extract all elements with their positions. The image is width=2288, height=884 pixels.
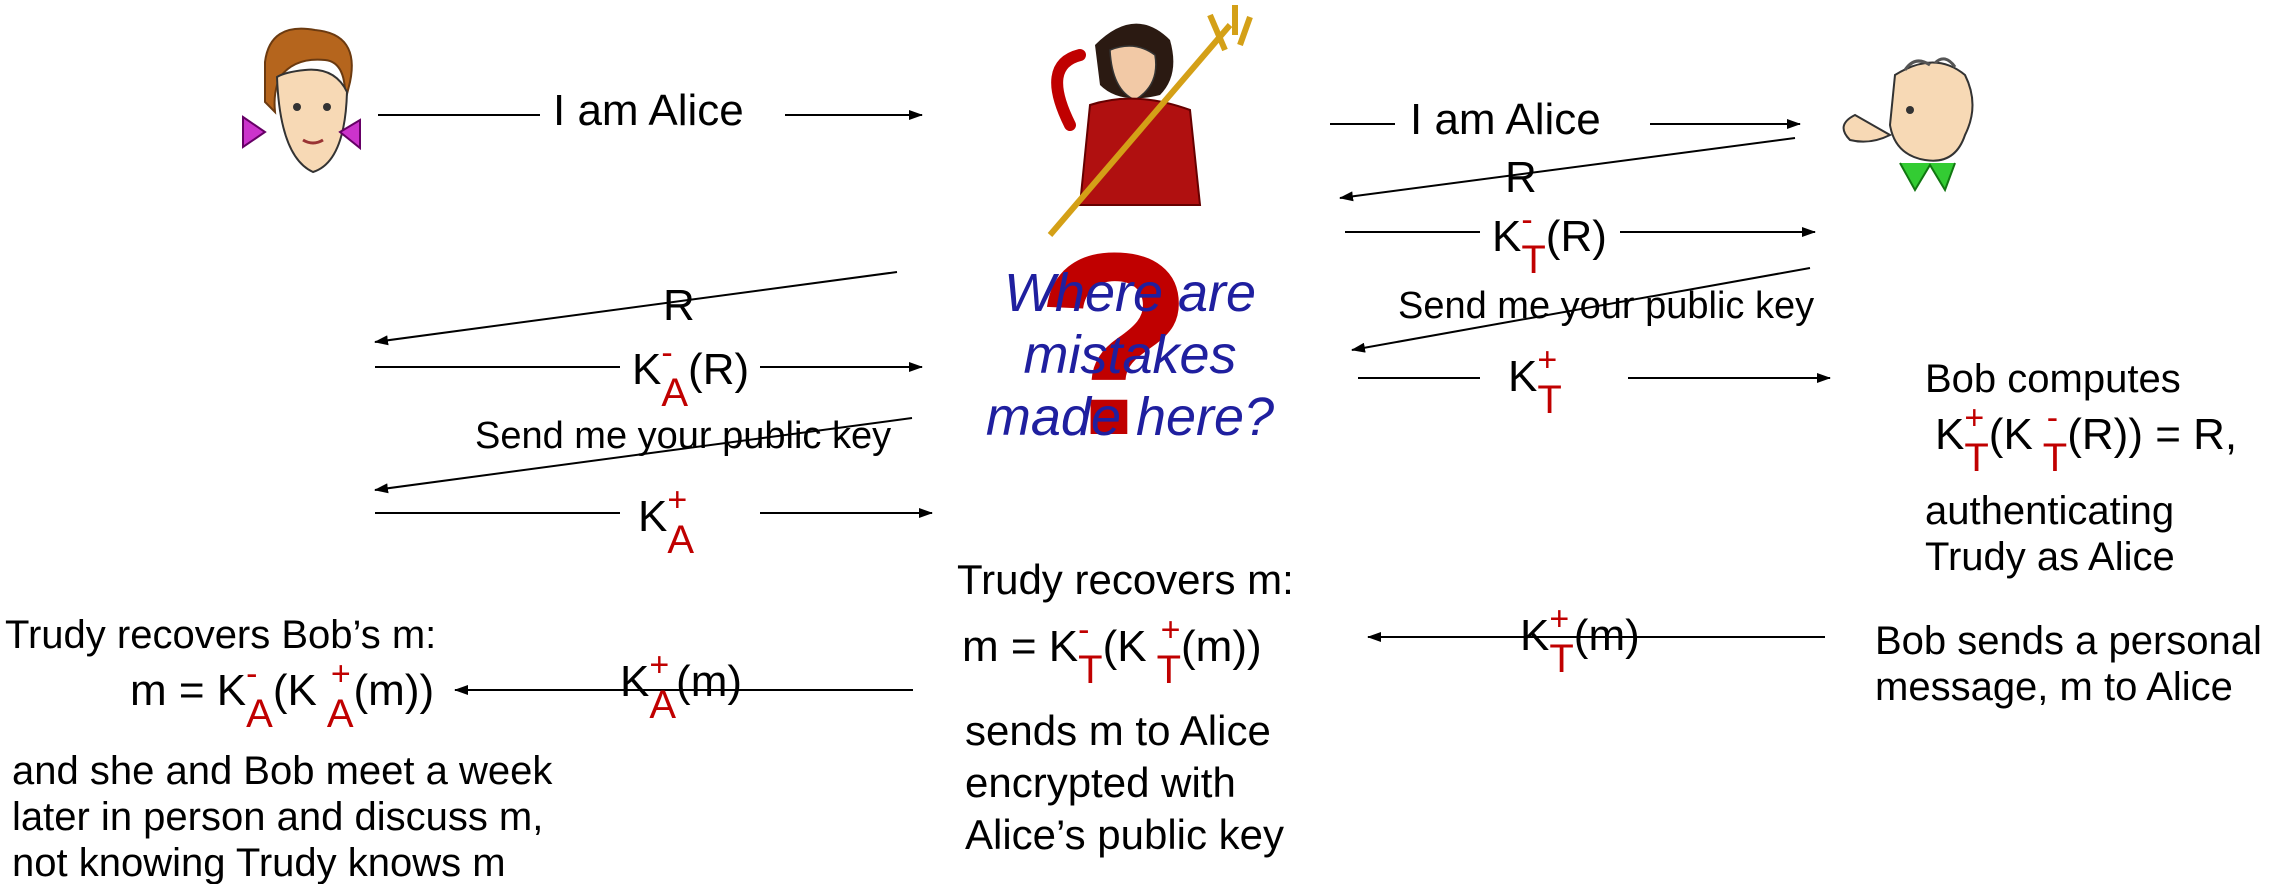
question-text: Where are mistakes made here?: [960, 262, 1300, 448]
trudy-key-label: K+T: [1508, 341, 1562, 422]
trudy-icon: [1047, 5, 1253, 237]
alice-response-label: K-A(R): [632, 334, 750, 415]
bob-challenge-label: R: [1505, 153, 1537, 202]
bob-sends-line-1: Bob sends a personal: [1875, 619, 2262, 663]
question-line-2: mistakes: [1023, 325, 1237, 385]
trudy-left-line-2: later in person and discuss m,: [12, 795, 544, 839]
trudy-center-line-3: Alice’s public key: [965, 811, 1285, 858]
trudy-left-equation: m = K-A(K+A(m)): [130, 655, 435, 736]
arrow-trudy-r: [374, 271, 898, 346]
trudy-hello-label: I am Alice: [1410, 95, 1601, 144]
bob-icon: [1842, 57, 1974, 193]
alice-key-label: K+A: [638, 481, 695, 562]
bob-computes-line-3: authenticating: [1925, 489, 2175, 533]
trudy-left-line-1: and she and Bob meet a week: [12, 749, 553, 793]
bob-encrypted-message-label: K+T(m): [1520, 600, 1640, 681]
bob-sends-line-2: message, m to Alice: [1875, 665, 2233, 709]
bob-computes-line-4: Trudy as Alice: [1925, 535, 2175, 579]
trudy-center-line-1: sends m to Alice: [965, 707, 1271, 754]
trudy-left-line-3: not knowing Trudy knows m: [12, 841, 506, 884]
trudy-response-label: K-T(R): [1492, 201, 1607, 282]
bob-computes-line-1: Bob computes: [1925, 357, 2181, 401]
alice-hello-label: I am Alice: [553, 86, 744, 135]
trudy-left-title: Trudy recovers Bob’s m:: [5, 613, 437, 657]
arrow-bob-request: [1351, 267, 1811, 353]
trudy-center-equation: m = K-T(K+T(m)): [962, 611, 1262, 692]
question-mark: ?: [1035, 200, 1194, 490]
trudy-center-line-2: encrypted with: [965, 759, 1236, 806]
trudy-challenge-label: R: [663, 281, 695, 330]
bob-request-label: Send me your public key: [1398, 285, 1815, 327]
trudy-request-label: Send me your public key: [475, 415, 892, 457]
question-line-3: made here?: [985, 387, 1275, 447]
question-line-1: Where are: [1003, 263, 1257, 323]
alice-icon: [242, 27, 361, 174]
bob-computes-equation: K+T(K-T(R)) = R,: [1935, 399, 2238, 480]
arrow-bob-r: [1339, 137, 1796, 202]
alice-encrypted-message-label: K+A(m): [620, 646, 743, 727]
arrow-trudy-request: [374, 417, 913, 494]
trudy-center-title: Trudy recovers m:: [957, 556, 1294, 603]
